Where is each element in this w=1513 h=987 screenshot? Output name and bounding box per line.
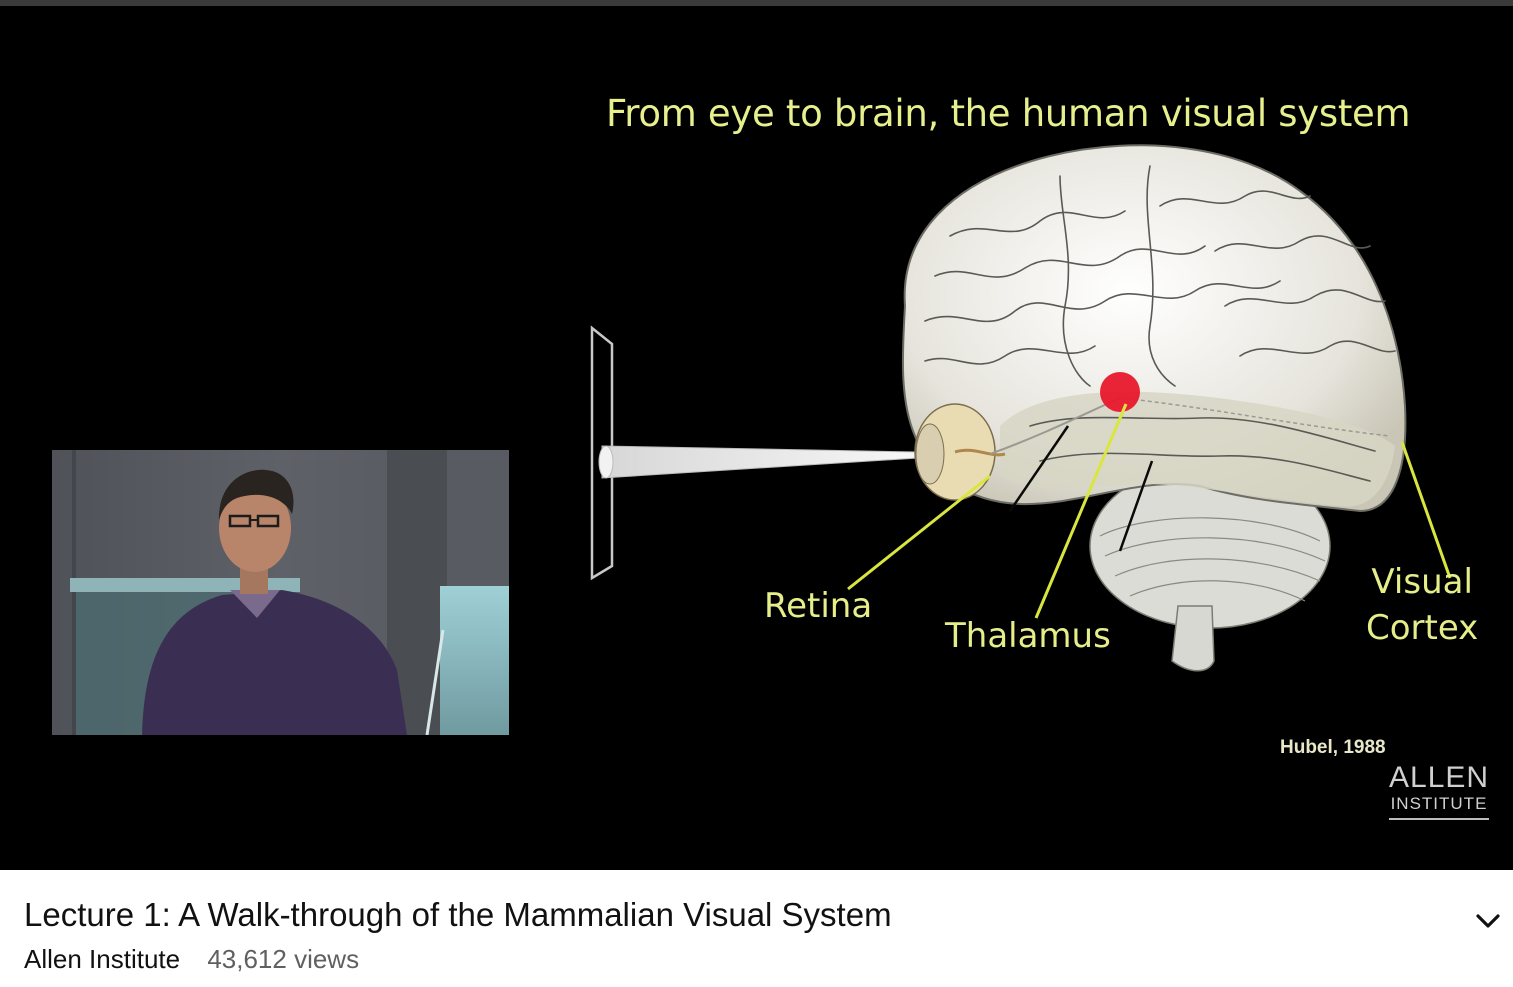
cerebellum	[1089, 463, 1331, 672]
view-count: 43,612 views	[207, 944, 360, 974]
watermark-line1: ALLEN	[1389, 761, 1490, 794]
label-visual-cortex: Visual Cortex	[1366, 560, 1478, 652]
chevron-down-icon	[1476, 914, 1500, 928]
label-pointer-lines	[847, 403, 1452, 619]
label-visual-cortex-line2: Cortex	[1366, 607, 1479, 648]
top-edge-strip	[0, 0, 1513, 6]
light-cone	[601, 445, 919, 479]
thalamus-highlight	[1100, 372, 1140, 412]
video-player[interactable]: From eye to brain, the human visual syst…	[0, 6, 1513, 870]
cerebrum	[901, 144, 1407, 513]
label-retina: Retina	[764, 586, 873, 626]
speaker-image	[52, 450, 509, 735]
channel-name[interactable]: Allen Institute	[24, 944, 181, 974]
visual-field-screen	[590, 325, 614, 581]
video-meta-row: Allen Institute 43,612 views	[24, 944, 359, 975]
label-thalamus: Thalamus	[945, 616, 1111, 656]
channel-watermark: ALLEN INSTITUTE	[1389, 763, 1489, 820]
video-info-panel: Lecture 1: A Walk-through of the Mammali…	[0, 870, 1513, 987]
video-title[interactable]: Lecture 1: A Walk-through of the Mammali…	[24, 896, 892, 933]
slide-citation: Hubel, 1988	[1280, 737, 1386, 758]
slide-title: From eye to brain, the human visual syst…	[606, 92, 1411, 135]
speaker-video-inset	[52, 450, 509, 735]
eye	[914, 403, 1006, 501]
visual-pathway-diagram	[590, 144, 1452, 672]
label-visual-cortex-line1: Visual	[1371, 562, 1473, 602]
expand-description-button[interactable]	[1468, 902, 1508, 942]
watermark-line2: INSTITUTE	[1390, 794, 1488, 813]
